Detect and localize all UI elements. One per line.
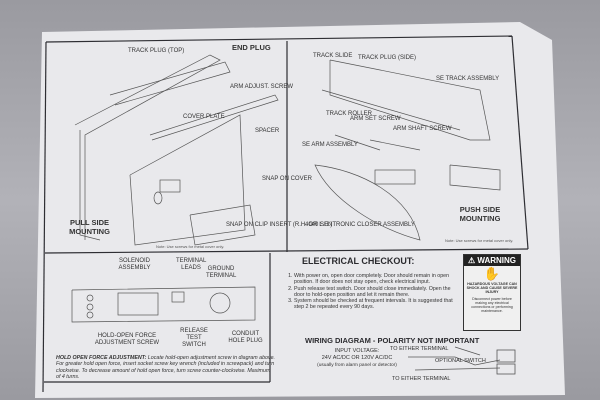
warning-hazard: HAZARDOUS VOLTAGE CAN SHOCK AND CAUSE SE… bbox=[466, 282, 518, 295]
label-ground-terminal: GROUND TERMINAL bbox=[206, 266, 237, 279]
pull-side-drawing bbox=[74, 54, 279, 246]
label-spacer: SPACER bbox=[255, 128, 280, 134]
step-3: System should be checked at frequent int… bbox=[294, 298, 462, 311]
push-side-drawing bbox=[314, 59, 501, 241]
optional-switch-label: OPTIONAL SWITCH bbox=[435, 358, 486, 364]
wiring-drawing bbox=[408, 346, 516, 375]
label-sentronic-closer: 4040 SENTRONIC CLOSER ASSEMBLY bbox=[305, 222, 415, 228]
hold-open-text: Locate hold-open adjustment screw in dia… bbox=[56, 355, 276, 380]
label-arm-adjust-screw: ARM ADJUST. SCREW bbox=[230, 84, 294, 90]
label-track-plug-side: TRACK PLUG (SIDE) bbox=[358, 55, 417, 61]
label-arm-shaft-screw: ARM SHAFT SCREW bbox=[393, 126, 452, 132]
electrical-steps: With power on, open door completely. Doo… bbox=[284, 273, 462, 311]
label-conduit-hole-plug: CONDUIT HOLE PLUG bbox=[228, 331, 263, 344]
label-snap-on-cover: SNAP ON COVER bbox=[262, 176, 312, 182]
label-track-slide: TRACK SLIDE bbox=[313, 53, 353, 59]
label-hold-open-screw: HOLD-OPEN FORCE ADJUSTMENT SCREW bbox=[94, 333, 160, 346]
closer-drawing bbox=[71, 286, 256, 323]
label-solenoid-assembly: SOLENOID ASSEMBLY bbox=[118, 258, 151, 271]
input-voltage-label: INPUT VOLTAGE: bbox=[334, 348, 380, 354]
warning-advice: Disconnect power before making any elect… bbox=[471, 296, 513, 314]
label-se-track-assembly: SE TRACK ASSEMBLY bbox=[436, 76, 500, 82]
step-1: With power on, open door completely. Doo… bbox=[294, 273, 462, 286]
step-2: Push release test switch. Door should cl… bbox=[294, 286, 462, 299]
label-se-arm-assembly: SE ARM ASSEMBLY bbox=[302, 142, 358, 148]
pull-side-title: PULL SIDE MOUNTING bbox=[69, 218, 110, 236]
warning-triangle-icon: ⚠ bbox=[467, 256, 476, 265]
label-snap-on-clip-insert: SNAP ON CLIP INSERT (R.H. or L.H.) bbox=[226, 222, 333, 228]
pull-side-note: Note: Use screws for metal cover only. bbox=[156, 244, 225, 249]
label-track-plug-top: TRACK PLUG (TOP) bbox=[128, 48, 185, 54]
push-side-note: Note: Use screws for metal cover only. bbox=[445, 238, 514, 243]
wiring-title: WIRING DIAGRAM - POLARITY NOT IMPORTANT bbox=[305, 336, 480, 345]
terminal-top-label: TO EITHER TERMINAL bbox=[390, 346, 449, 352]
label-track-roller: TRACK ROLLER bbox=[326, 111, 373, 117]
terminal-bottom-label: TO EITHER TERMINAL bbox=[392, 376, 451, 382]
input-voltage-value: 24V AC/DC OR 120V AC/DC bbox=[321, 355, 393, 361]
label-terminal-leads: TERMINAL LEADS bbox=[176, 258, 207, 271]
label-arm-set-screw: ARM SET SCREW bbox=[350, 116, 401, 122]
label-cover-plate: COVER PLATE bbox=[183, 114, 225, 120]
warning-box: ⚠ WARNING ✋ HAZARDOUS VOLTAGE CAN SHOCK … bbox=[463, 254, 521, 331]
input-voltage-note: (usually from alarm panel or detector) bbox=[317, 363, 397, 368]
hold-open-instructions: HOLD OPEN FORCE ADJUSTMENT: Locate hold-… bbox=[56, 355, 276, 380]
electrical-checkout-title: ELECTRICAL CHECKOUT: bbox=[302, 256, 415, 266]
push-side-title: PUSH SIDE MOUNTING bbox=[459, 205, 501, 223]
hold-open-heading: HOLD OPEN FORCE ADJUSTMENT: bbox=[56, 355, 147, 361]
hand-shock-icon: ✋ bbox=[483, 266, 501, 281]
label-end-plug: END PLUG bbox=[232, 43, 271, 52]
warning-heading-text: WARNING bbox=[477, 256, 517, 265]
label-release-test-switch: RELEASE TEST SWITCH bbox=[180, 328, 208, 348]
warning-heading: ⚠ WARNING bbox=[464, 255, 520, 266]
